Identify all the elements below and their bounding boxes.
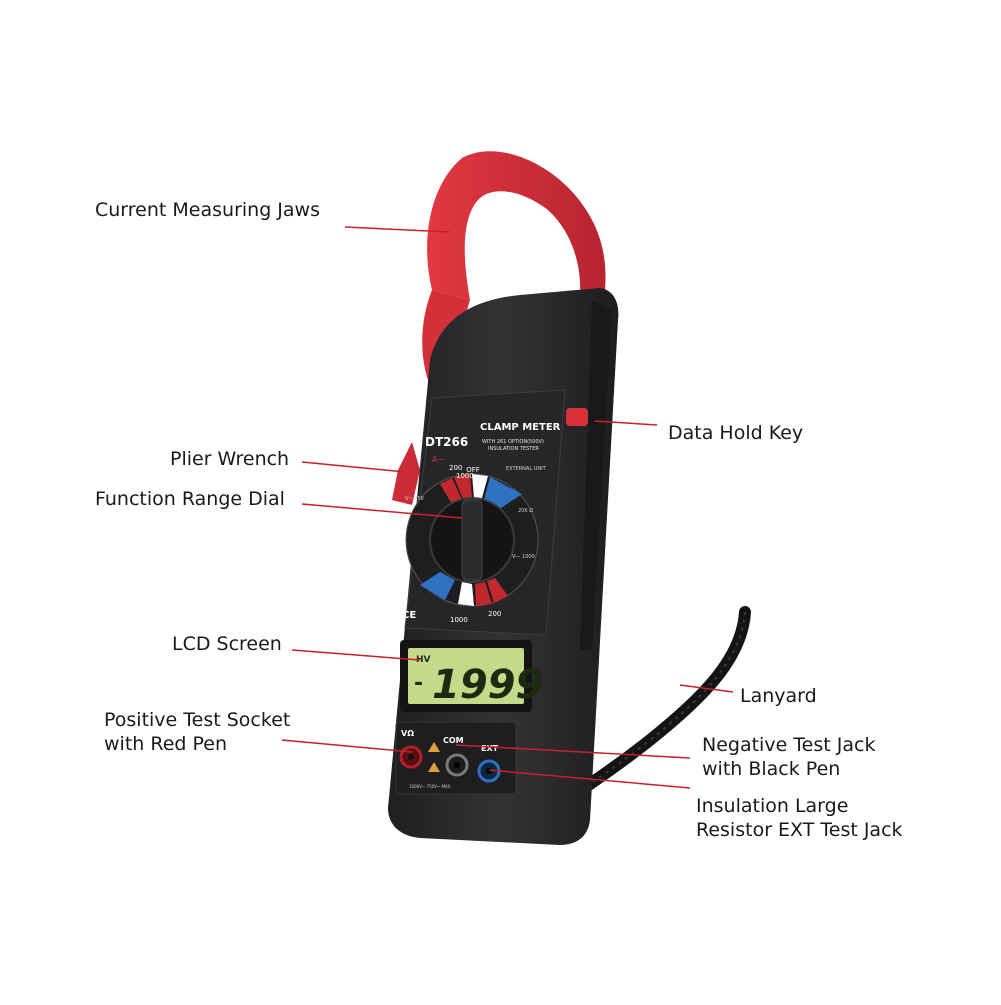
lcd-value: 1999 xyxy=(432,662,543,708)
dial-vac-label: V~ 750 xyxy=(405,496,424,502)
device-subtitle-2: INSULATION TESTER xyxy=(488,446,539,452)
jack-ext-label: EXT xyxy=(481,744,499,753)
lcd-sign: - xyxy=(414,671,423,696)
ce-mark: CE xyxy=(402,610,416,621)
label-data-hold-key: Data Hold Key xyxy=(668,422,804,444)
warning-icon xyxy=(428,762,440,772)
device-subtitle-1: WITH 261 OPTION(500V) xyxy=(482,439,544,445)
label-insulation-line-1: Insulation Large xyxy=(696,795,849,817)
device-title: CLAMP METER xyxy=(480,422,561,433)
leader-negative xyxy=(455,744,691,759)
leader-dial xyxy=(301,503,463,519)
label-negative-line-2: with Black Pen xyxy=(702,758,841,780)
label-insulation-ext-jack: Insulation Large Resistor EXT Test Jack xyxy=(696,794,903,842)
leader-data-hold xyxy=(594,420,658,426)
plier-wrench-lever xyxy=(392,442,420,505)
leader-lines xyxy=(281,226,734,789)
jack-v-label: VΩ xyxy=(401,729,414,738)
jack-panel xyxy=(395,721,517,795)
label-positive-test-socket: Positive Test Socket with Red Pen xyxy=(104,708,290,756)
label-lanyard: Lanyard xyxy=(740,685,817,707)
jack-rating-label: 1000V~ 750V~ MAX xyxy=(409,784,451,789)
model-label: DT266 xyxy=(425,435,468,449)
dial-knob[interactable] xyxy=(461,499,483,581)
leader-jaws xyxy=(344,226,451,233)
dial-top-200: 200 xyxy=(449,464,462,472)
dial-vdc-label: V— 1000 xyxy=(512,554,535,560)
dial-external-label: EXTERNAL UNIT xyxy=(506,466,547,472)
function-range-dial[interactable] xyxy=(405,473,539,607)
label-current-measuring-jaws: Current Measuring Jaws xyxy=(95,199,320,221)
lcd-mode-indicator: HV xyxy=(416,655,431,665)
lcd-screen xyxy=(400,640,532,712)
leader-insulation xyxy=(488,769,691,789)
label-positive-line-1: Positive Test Socket xyxy=(104,709,291,731)
label-negative-test-jack: Negative Test Jack with Black Pen xyxy=(702,733,875,781)
dial-bottom-200: 200 xyxy=(488,610,501,618)
label-lcd-screen: LCD Screen xyxy=(172,633,282,655)
leader-lanyard xyxy=(679,684,734,693)
leader-positive xyxy=(281,739,413,753)
label-positive-line-2: with Red Pen xyxy=(104,733,227,755)
data-hold-key[interactable] xyxy=(566,408,588,426)
warning-icon xyxy=(428,742,440,752)
dial-off-label: OFF xyxy=(466,466,480,474)
jack-com-label: COM xyxy=(443,736,464,745)
dial-bottom-1000: 1000 xyxy=(450,616,468,624)
leader-lcd xyxy=(291,649,421,661)
label-plier-wrench: Plier Wrench xyxy=(170,448,290,470)
dial-ac-label: A~ xyxy=(432,455,444,464)
label-insulation-line-2: Resistor EXT Test Jack xyxy=(696,819,903,841)
label-negative-line-1: Negative Test Jack xyxy=(702,734,876,756)
label-function-range-dial: Function Range Dial xyxy=(95,488,285,510)
leader-plier xyxy=(301,461,406,473)
dial-top-1000: 1000 xyxy=(456,472,474,480)
dial-res-label: 20K Ω xyxy=(518,508,533,514)
